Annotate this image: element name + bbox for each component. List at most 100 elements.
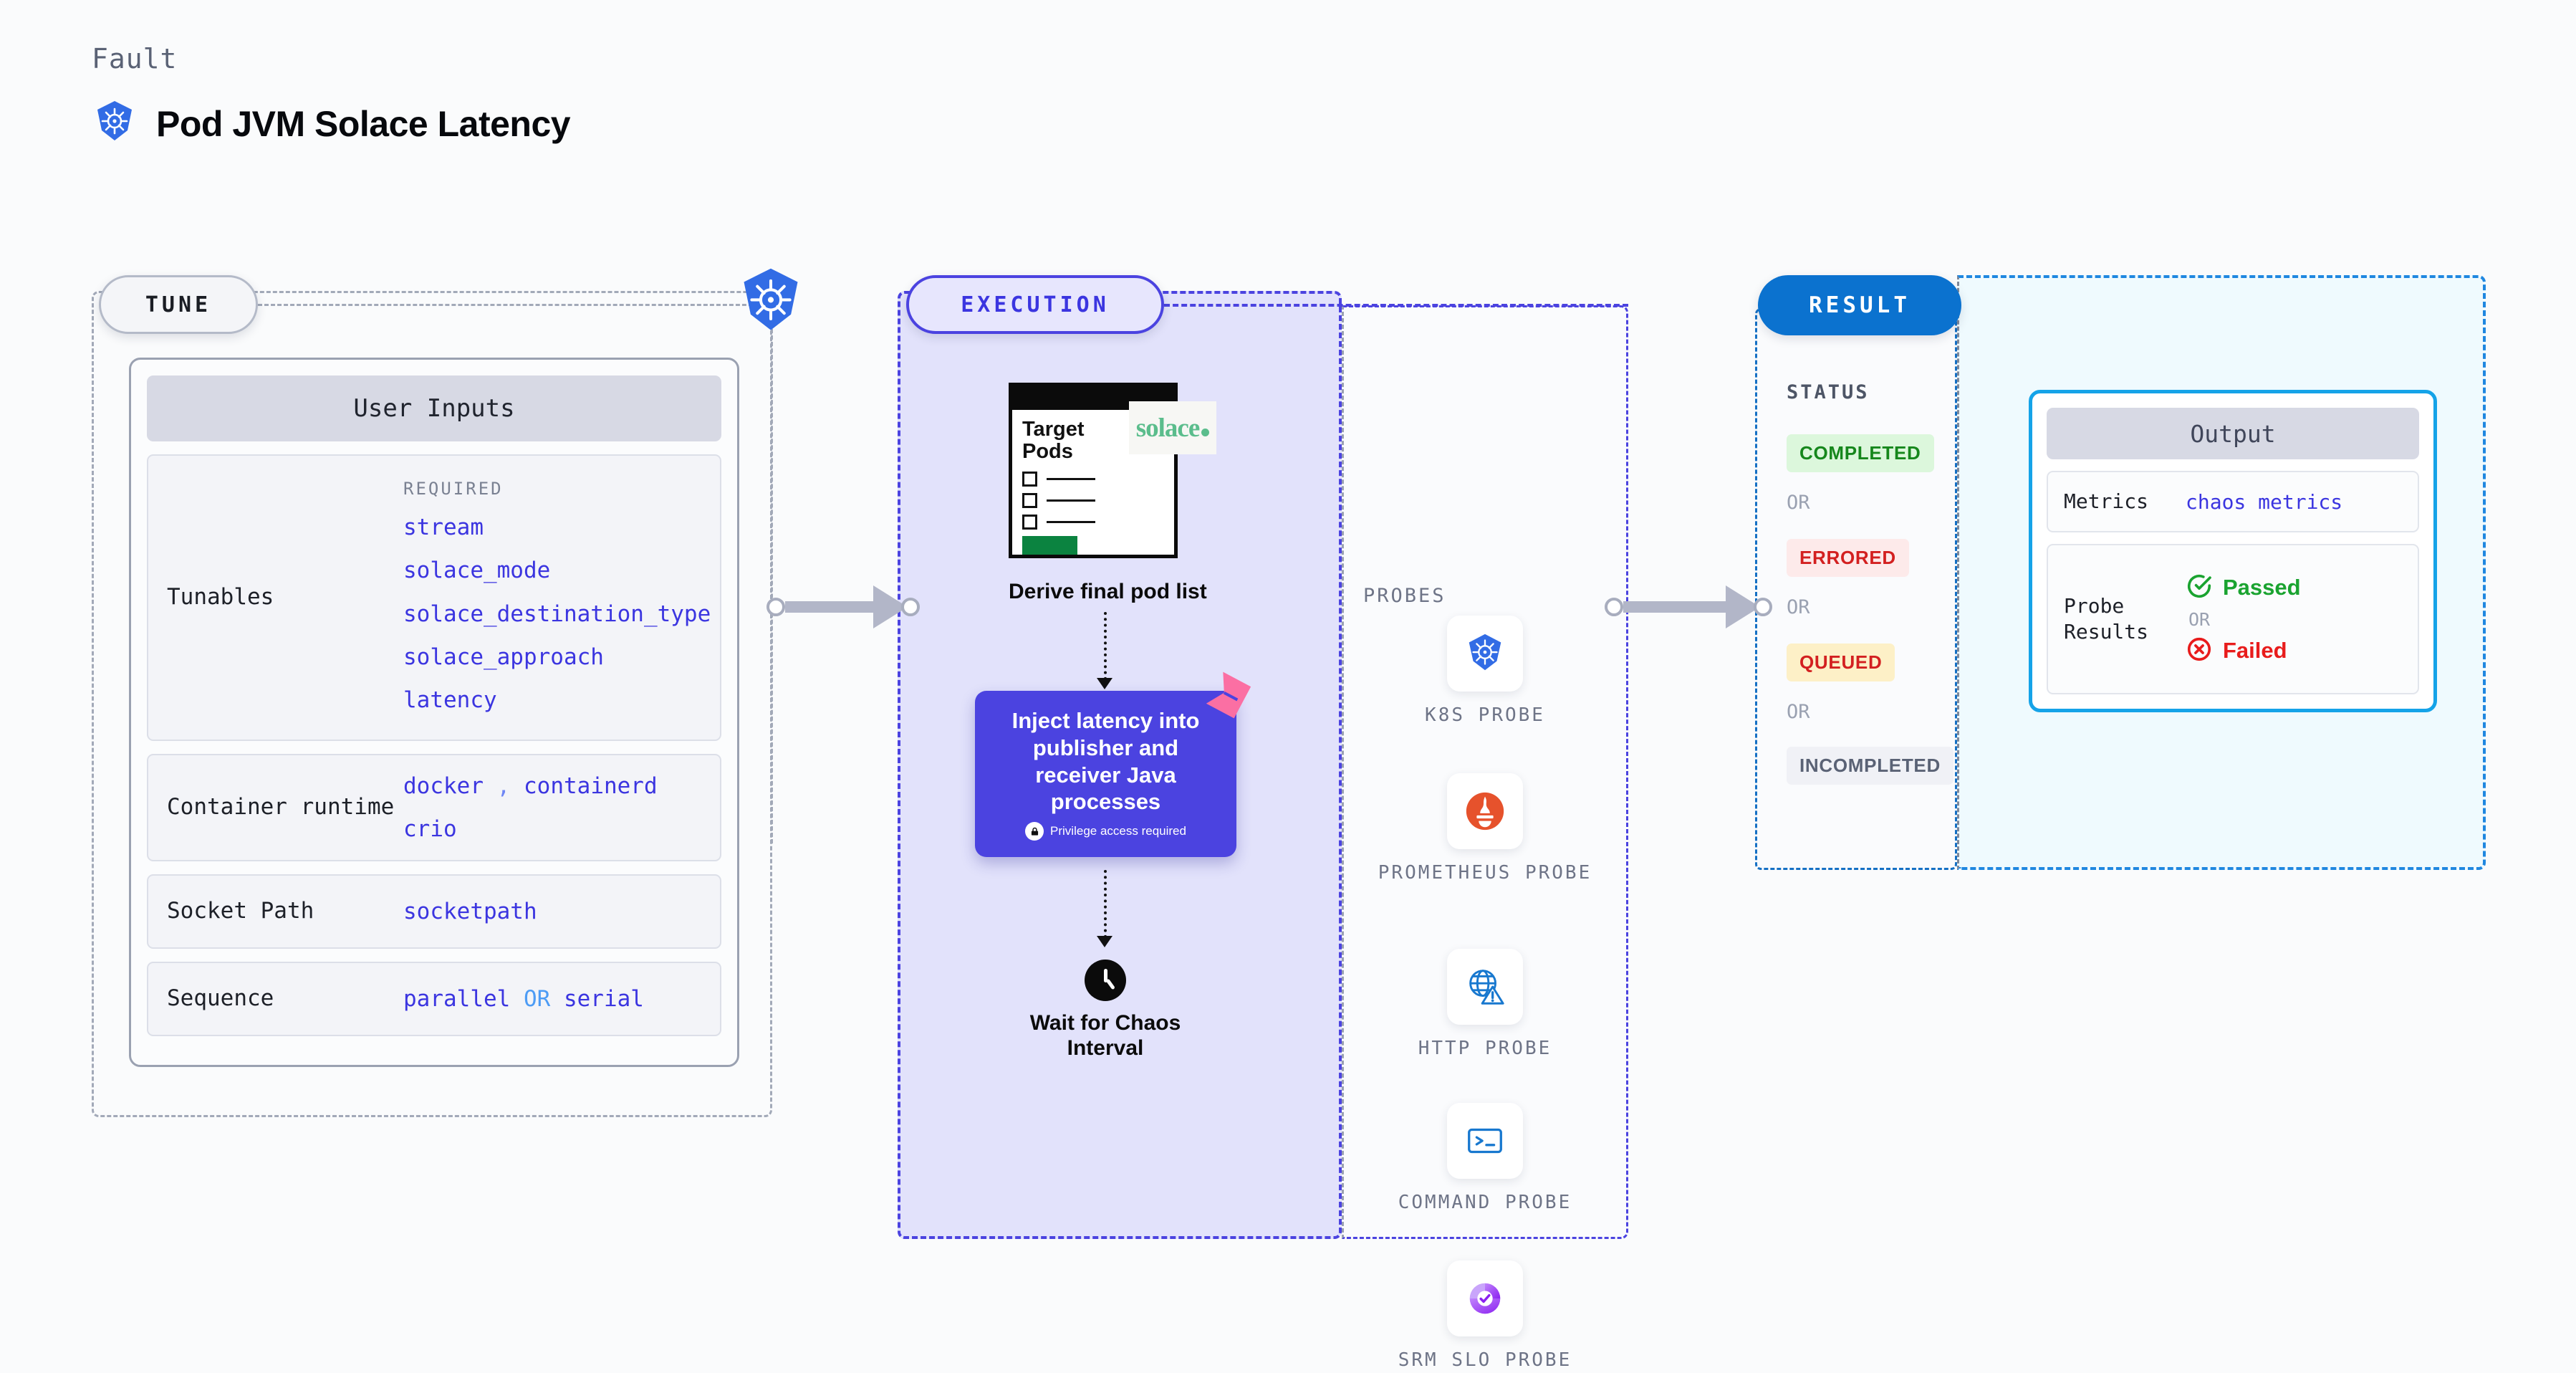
probe-label: SRM SLO PROBE <box>1398 1349 1572 1371</box>
output-row-metrics: Metrics chaos metrics <box>2047 471 2419 532</box>
probe-label: PROMETHEUS PROBE <box>1378 862 1592 884</box>
tune-pill-label[interactable]: TUNE <box>99 275 258 334</box>
connector-bar <box>1623 601 1727 613</box>
user-inputs-card: User Inputs Tunables REQUIRED stream sol… <box>129 358 739 1067</box>
status-or-1: OR <box>1787 492 1810 514</box>
execution-panel: EXECUTION PROBES Target Pods solace Deri… <box>898 275 1628 1371</box>
flow-arrow-2 <box>1097 936 1112 947</box>
tune-panel: TUNE User Inputs Tunables REQUIRED strea… <box>92 275 772 1117</box>
document-highlight-bar <box>1022 536 1077 555</box>
privilege-label: Privilege access required <box>1050 824 1186 838</box>
lock-icon <box>1025 822 1044 841</box>
required-label: REQUIRED <box>403 479 504 499</box>
row-key: Container runtime <box>167 794 395 821</box>
connector-end-dot <box>1754 598 1772 616</box>
status-title: STATUS <box>1787 381 1870 403</box>
sequence-separator: OR <box>523 985 551 1012</box>
x-circle-icon <box>2186 636 2213 666</box>
document-checklist <box>1012 463 1174 530</box>
probes-region <box>1342 305 1628 1239</box>
connector-start-dot <box>1605 598 1623 616</box>
status-badge-errored: ERRORED <box>1787 539 1909 577</box>
probe-result-failed: Failed <box>2186 636 2301 666</box>
kubernetes-icon <box>735 265 807 340</box>
tunable-solace-approach[interactable]: solace_approach <box>403 644 604 671</box>
probe-item-k8s[interactable]: K8S PROBE <box>1342 616 1628 728</box>
connector-bar <box>785 601 875 613</box>
kubernetes-icon <box>92 99 138 148</box>
probe-item-command[interactable]: COMMAND PROBE <box>1342 1103 1628 1215</box>
table-row-tunables: Tunables REQUIRED stream solace_mode sol… <box>147 454 721 741</box>
row-key: Tunables <box>167 584 274 611</box>
row-value: parallel OR serial <box>403 977 644 1020</box>
document-title: Target Pods <box>1022 418 1085 464</box>
result-panel: RESULT STATUS COMPLETED OR ERRORED OR QU… <box>1755 275 2486 870</box>
socketpath-value[interactable]: socketpath <box>403 898 537 924</box>
tunable-solace-mode[interactable]: solace_mode <box>403 558 551 584</box>
passed-label: Passed <box>2223 575 2301 600</box>
check-circle-icon <box>2186 573 2213 603</box>
tune-boundary-vertical-line <box>771 310 773 843</box>
table-row-container-runtime: Container runtime docker , containerd cr… <box>147 754 721 861</box>
metrics-value[interactable]: chaos metrics <box>2186 489 2343 514</box>
sequence-serial[interactable]: serial <box>563 985 644 1012</box>
list-item <box>1022 515 1174 530</box>
derive-pod-list-step: Target Pods solace Derive final pod list <box>1009 383 1231 604</box>
status-or-2: OR <box>1787 596 1810 618</box>
probe-result-or: OR <box>2188 608 2211 630</box>
ribbon-icon <box>1204 670 1253 720</box>
execution-top-dashed-line <box>1164 304 1628 307</box>
row-key: Metrics <box>2064 489 2149 513</box>
row-key: Sequence <box>167 985 274 1012</box>
probe-label: COMMAND PROBE <box>1398 1192 1572 1213</box>
status-badge-queued: QUEUED <box>1787 644 1895 681</box>
result-pill-label[interactable]: RESULT <box>1758 275 1961 335</box>
list-item <box>1022 493 1174 509</box>
probe-label: K8S PROBE <box>1425 704 1545 726</box>
checkbox-icon <box>1022 472 1037 487</box>
table-row-socket-path: Socket Path socketpath <box>147 874 721 949</box>
probe-results-values: Passed OR Failed <box>2186 573 2301 666</box>
row-value: docker , containerd crio <box>403 765 658 851</box>
fault-eyebrow: Fault <box>92 43 178 75</box>
probe-result-passed: Passed <box>2186 573 2301 603</box>
privilege-note: Privilege access required <box>1025 822 1186 841</box>
output-row-probe-results: Probe Results Passed OR <box>2047 544 2419 694</box>
tunable-latency[interactable]: latency <box>403 687 497 714</box>
runtime-crio[interactable]: crio <box>403 816 457 842</box>
terminal-icon <box>1447 1103 1523 1179</box>
tune-top-dashed-line <box>258 304 772 306</box>
probes-title: PROBES <box>1363 585 1446 607</box>
failed-label: Failed <box>2223 638 2287 663</box>
probe-item-srm-slo[interactable]: SRM SLO PROBE <box>1342 1260 1628 1373</box>
connector-execution-to-result <box>1605 585 1772 628</box>
row-value: REQUIRED stream solace_mode solace_desti… <box>403 473 711 722</box>
inject-latency-step[interactable]: Inject latency into publisher and receiv… <box>975 671 1251 857</box>
sequence-parallel[interactable]: parallel <box>403 985 511 1012</box>
tunable-solace-destination-type[interactable]: solace_destination_type <box>403 601 711 627</box>
runtime-containerd[interactable]: containerd <box>524 772 658 799</box>
inject-text: Inject latency into publisher and receiv… <box>1011 707 1200 815</box>
probe-item-prometheus[interactable]: PROMETHEUS PROBE <box>1342 773 1628 886</box>
solace-dot-icon <box>1201 428 1210 436</box>
checkbox-icon <box>1022 493 1037 509</box>
list-item <box>1022 472 1174 487</box>
execution-pill-label[interactable]: EXECUTION <box>906 275 1164 334</box>
title-row: Pod JVM Solace Latency <box>92 99 571 148</box>
http-globe-warning-icon <box>1447 949 1523 1025</box>
tunable-stream[interactable]: stream <box>403 514 484 540</box>
flow-arrow-1 <box>1097 678 1112 689</box>
prometheus-icon <box>1447 773 1523 849</box>
connector-tune-to-execution <box>766 585 920 628</box>
probe-item-http[interactable]: HTTP PROBE <box>1342 949 1628 1061</box>
connector-end-dot <box>901 598 920 616</box>
runtime-docker[interactable]: docker <box>403 772 484 799</box>
runtime-separator: , <box>496 772 511 799</box>
probe-label: HTTP PROBE <box>1418 1038 1552 1059</box>
page-title: Pod JVM Solace Latency <box>156 103 571 144</box>
connector-start-dot <box>766 598 785 616</box>
status-badge-incompleted: INCOMPLETED <box>1787 747 1953 785</box>
user-inputs-header: User Inputs <box>147 375 721 441</box>
checkbox-icon <box>1022 515 1037 530</box>
kubernetes-icon <box>1447 616 1523 692</box>
